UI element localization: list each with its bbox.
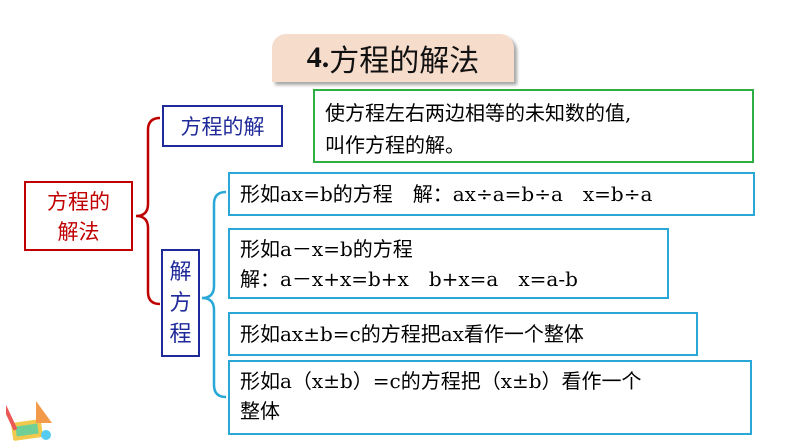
branch-solution-label: 方程的解 bbox=[180, 115, 265, 139]
root-line-1: 方程的 bbox=[47, 190, 110, 214]
solving-char-3: 程 bbox=[169, 322, 192, 347]
page-title: 4.方程的解法 bbox=[272, 34, 514, 82]
solving-char-2: 方 bbox=[169, 291, 192, 316]
branch-solving-node: 解 方 程 bbox=[161, 249, 200, 357]
definition-line-2: 叫作方程的解。 bbox=[325, 133, 465, 157]
stationery-decoration-icon bbox=[6, 401, 52, 441]
root-node: 方程的 解法 bbox=[24, 181, 133, 251]
sub-bracket bbox=[201, 190, 227, 399]
rule-box-1: 形如ax=b的方程 解：ax÷a=b÷a x=b÷a bbox=[228, 172, 755, 216]
rule-1-line-1: 形如ax=b的方程 解：ax÷a=b÷a x=b÷a bbox=[240, 182, 653, 206]
title-number: 4. bbox=[306, 41, 330, 74]
rule-box-2: 形如a－x=b的方程 解：a－x+x=b+x b+x=a x=a-b bbox=[228, 228, 669, 299]
rule-4-line-2: 整体 bbox=[240, 399, 280, 423]
title-text: 方程的解法 bbox=[329, 44, 480, 79]
solution-definition-box: 使方程左右两边相等的未知数的值, 叫作方程的解。 bbox=[313, 89, 754, 163]
main-bracket bbox=[135, 116, 161, 306]
rule-2-line-1: 形如a－x=b的方程 bbox=[240, 237, 413, 261]
rule-4-line-1: 形如a（x±b）=c的方程把（x±b）看作一个 bbox=[240, 369, 642, 393]
rule-box-4: 形如a（x±b）=c的方程把（x±b）看作一个 整体 bbox=[228, 360, 752, 435]
rule-2-line-2: 解：a－x+x=b+x b+x=a x=a-b bbox=[240, 267, 578, 291]
root-line-2: 解法 bbox=[57, 220, 100, 244]
solving-char-1: 解 bbox=[169, 260, 192, 285]
definition-line-1: 使方程左右两边相等的未知数的值, bbox=[325, 101, 632, 125]
branch-solution-node: 方程的解 bbox=[162, 105, 283, 147]
rule-3-line-1: 形如ax±b=c的方程把ax看作一个整体 bbox=[240, 322, 584, 346]
rule-box-3: 形如ax±b=c的方程把ax看作一个整体 bbox=[228, 312, 698, 356]
